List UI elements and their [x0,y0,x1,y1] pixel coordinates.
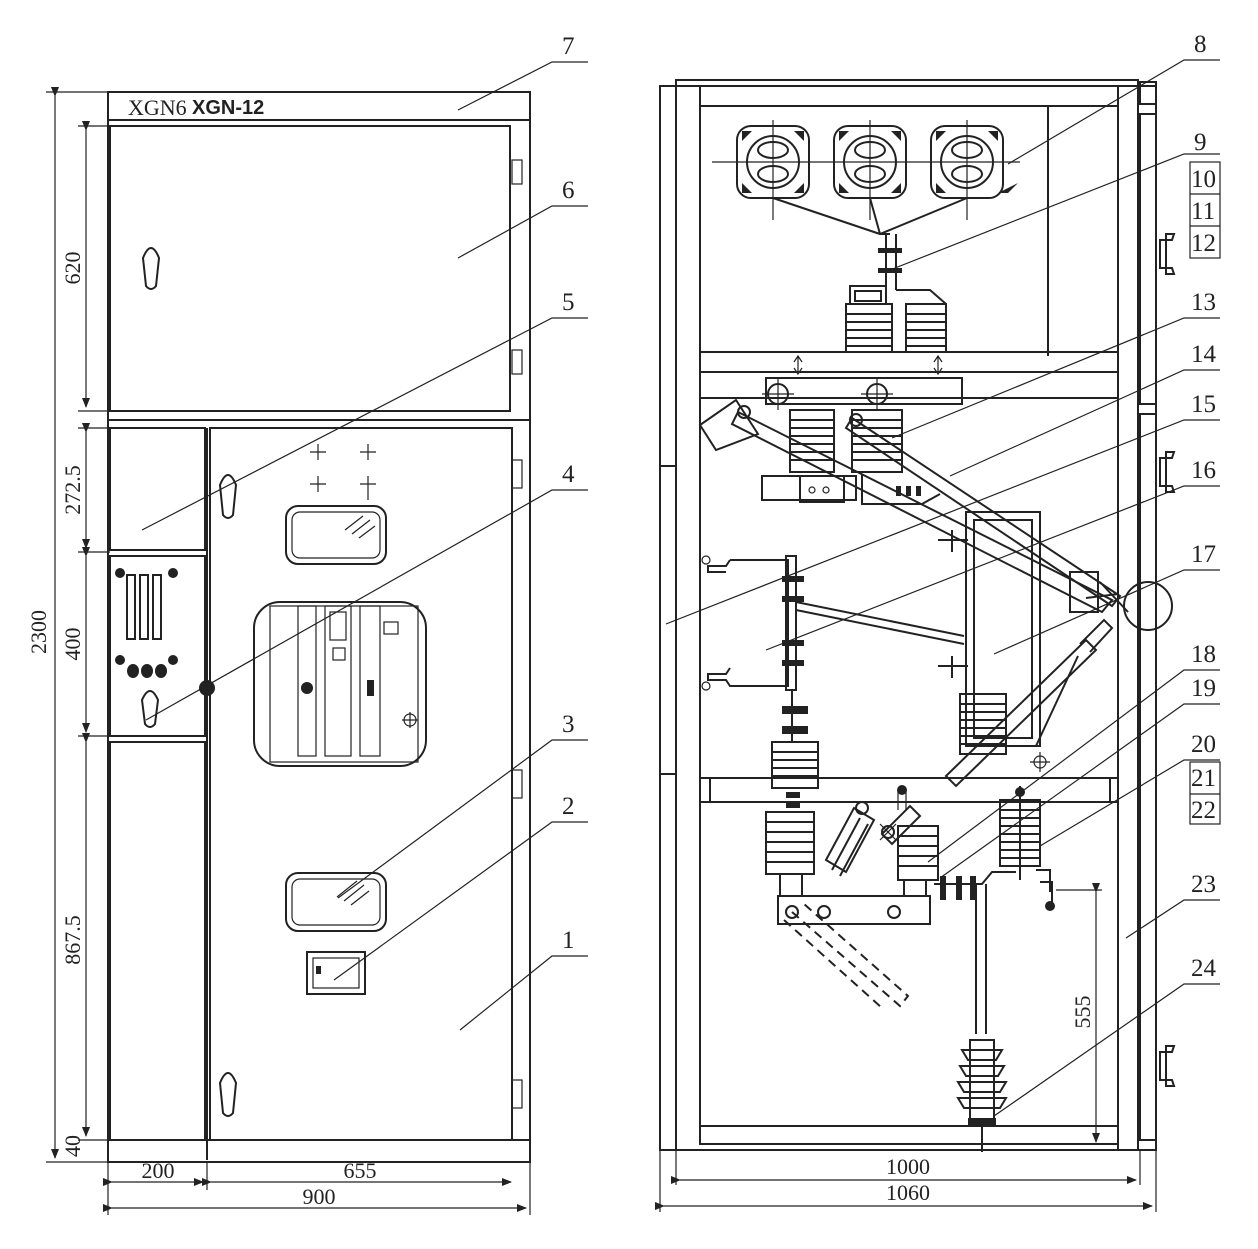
top-door [109,125,511,412]
mechanism-window [253,601,427,767]
model-prefix: XGN6 [128,95,187,120]
operating-arm [730,410,1114,614]
label-4: 4 [562,461,575,488]
label-19: 19 [1191,675,1216,702]
label-17: 17 [1191,541,1216,568]
label-1: 1 [562,927,575,954]
nameplate [306,951,366,995]
label-23: 23 [1191,871,1216,898]
label-20: 20 [1191,731,1216,758]
dim-section-a: 272.5 [60,465,85,515]
dim-right-width: 655 [344,1158,377,1183]
label-2: 2 [562,793,575,820]
label-21: 21 [1191,765,1216,792]
dim-555: 555 [1070,996,1095,1029]
label-10: 10 [1191,166,1216,193]
dim-left-width: 200 [142,1158,175,1183]
label-3: 3 [562,711,575,738]
dim-total-height: 2300 [26,610,51,654]
top-door-handle [141,247,161,290]
label-14: 14 [1191,341,1217,368]
side-view: 555 1000 1060 8 9 10 11 12 13 14 1 [655,31,1221,1212]
cam-wheel [1123,581,1173,631]
dim-section-b: 400 [60,628,85,661]
lower-viewing-window [285,872,387,932]
model-name: XGN-12 [192,97,264,119]
left-lower-door [109,741,206,1141]
label-12: 12 [1191,230,1216,257]
label-15: 15 [1191,391,1216,418]
label-7: 7 [562,33,575,60]
label-5: 5 [562,289,575,316]
label-8: 8 [1194,31,1207,58]
dim-total-width: 900 [303,1184,336,1209]
front-cabinet-outline [107,91,531,1163]
dim-top-section: 620 [60,252,85,285]
label-22: 22 [1191,797,1216,824]
dim-base: 40 [60,1135,85,1157]
label-9: 9 [1194,129,1207,156]
front-view: XGN6 XGN-12 2300 620 272.5 400 [26,33,588,1215]
main-door [209,427,513,1141]
side-frame-outline [659,85,1157,1151]
label-6: 6 [562,177,575,204]
dim-outer-width: 1060 [886,1180,930,1205]
label-11: 11 [1191,198,1215,225]
label-18: 18 [1191,641,1216,668]
upper-viewing-window [285,505,387,565]
left-upper-door [109,427,206,551]
busbar-bushings [712,120,1020,290]
dim-lower-section: 867.5 [60,915,85,965]
label-24: 24 [1191,955,1217,982]
label-13: 13 [1191,289,1216,316]
left-instrument-panel [109,555,206,737]
dim-inner-width: 1000 [886,1154,930,1179]
label-16: 16 [1191,457,1216,484]
